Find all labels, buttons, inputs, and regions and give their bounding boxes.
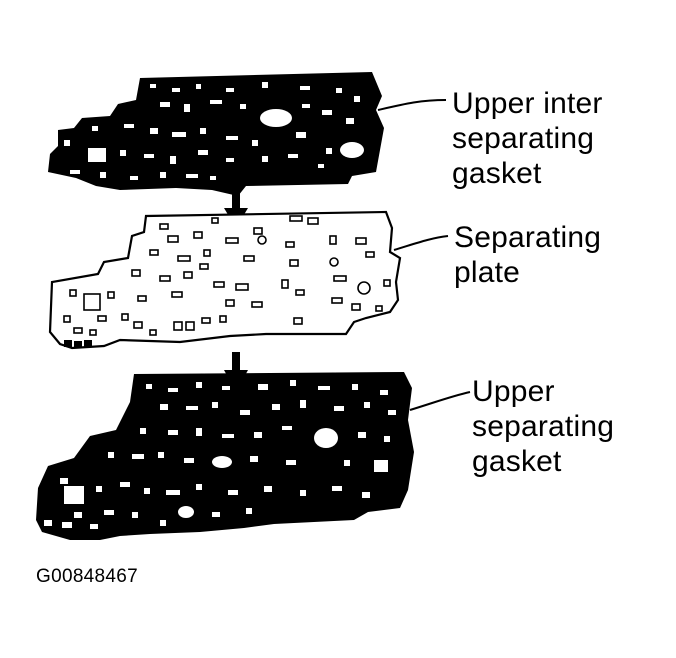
label-upper-separating-gasket: Upper separating gasket [472, 374, 614, 479]
leader-upper-inter [377, 99, 447, 111]
leader-lines [377, 99, 471, 411]
figure-code: G00848467 [36, 566, 139, 587]
upper-inter-separating-gasket [48, 72, 384, 196]
leader-separating-plate [393, 235, 449, 251]
label-line: separating [472, 410, 615, 443]
label-line: gasket [452, 157, 542, 190]
upper-separating-gasket [36, 372, 414, 540]
label-line: separating [452, 122, 595, 155]
label-line: Upper inter [452, 87, 603, 120]
leader-upper-separating [409, 391, 471, 411]
label-separating-plate: Separating plate [454, 220, 601, 290]
label-line: plate [454, 256, 521, 289]
label-upper-inter-separating-gasket: Upper inter separating gasket [452, 86, 603, 191]
separating-plate [48, 210, 402, 350]
label-line: Separating [454, 221, 602, 254]
label-line: gasket [472, 445, 562, 478]
label-line: Upper [472, 375, 555, 408]
